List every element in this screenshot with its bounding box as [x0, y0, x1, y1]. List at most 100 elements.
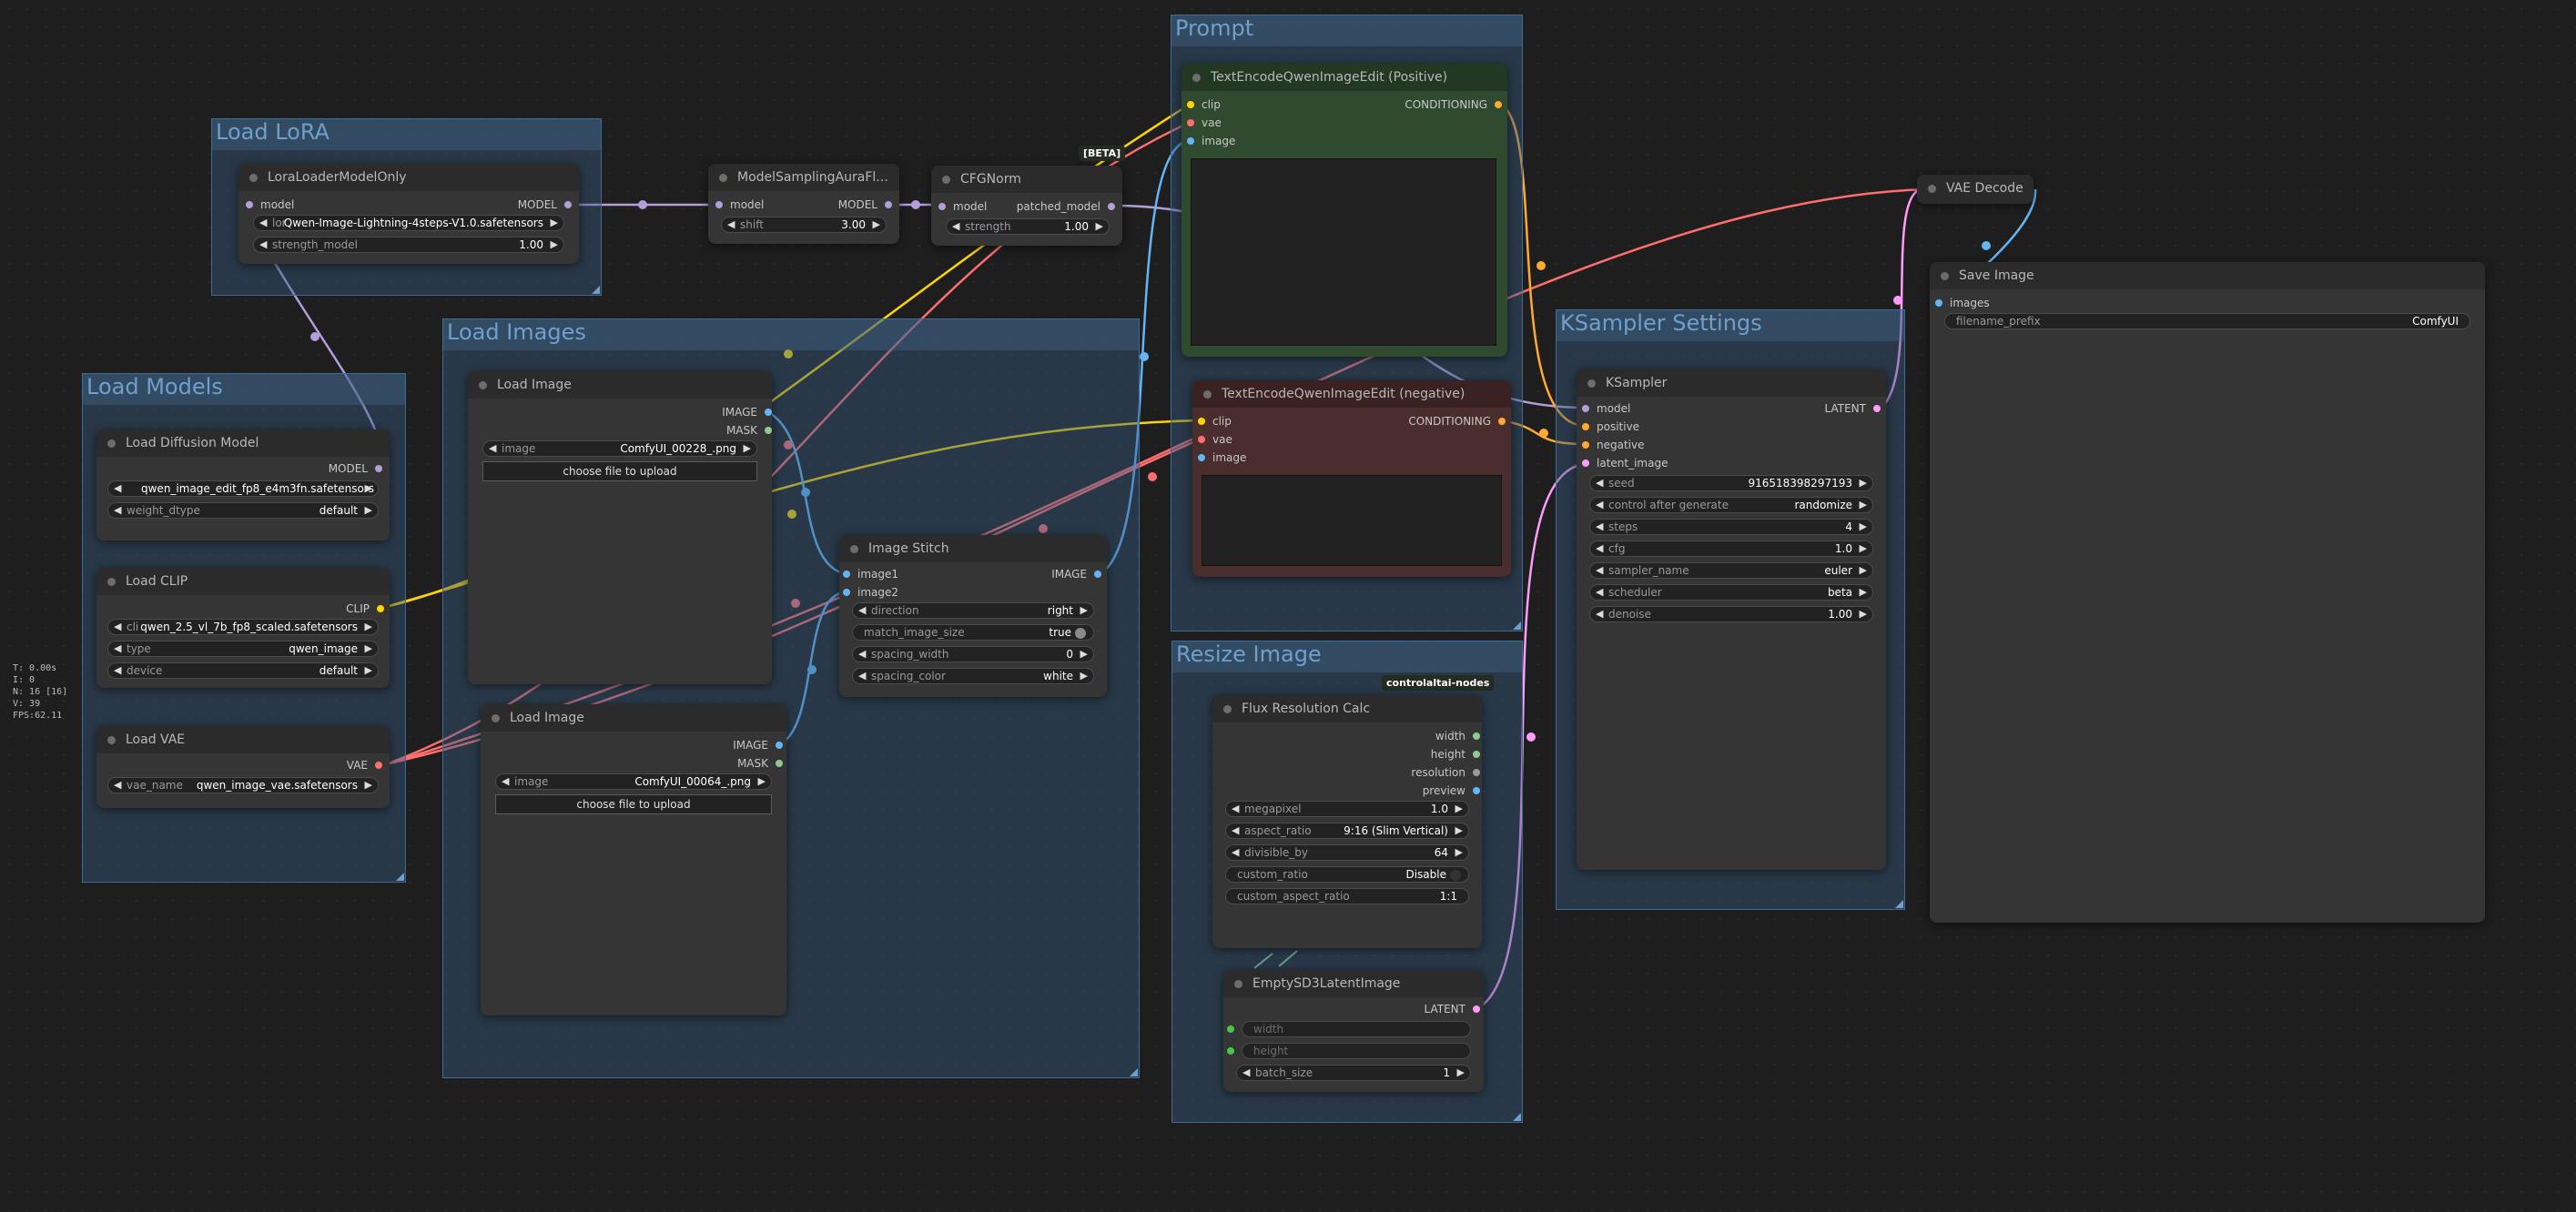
input-slot-latent-image[interactable]: latent_image — [1582, 457, 1668, 470]
collapse-toggle[interactable] — [107, 736, 116, 744]
width-widget[interactable]: width — [1242, 1021, 1471, 1037]
seed-number[interactable]: ◀seed 916518398297193▶ — [1589, 475, 1873, 491]
node-image-stitch[interactable]: Image Stitch image1 image2 IMAGE ◀direct… — [839, 535, 1107, 697]
node-flux-resolution-calc[interactable]: Flux Resolution Calc width height resolu… — [1212, 695, 1482, 948]
output-slot-patched-model[interactable]: patched_model — [1017, 200, 1115, 213]
output-slot-mask[interactable]: MASK — [726, 424, 772, 437]
input-slot-images[interactable]: images — [1935, 297, 1990, 309]
collapse-toggle[interactable] — [1928, 185, 1936, 193]
node-vae-decode[interactable]: VAE Decode — [1917, 175, 2033, 204]
direction-combo[interactable]: ◀direction right▶ — [852, 602, 1094, 619]
node-load-image-2[interactable]: Load Image IMAGE MASK ◀image ComfyUI_000… — [481, 704, 786, 1015]
custom-aspect-ratio-field[interactable]: custom_aspect_ratio 1:1 — [1225, 888, 1469, 904]
input-slot-model[interactable]: model — [938, 200, 987, 213]
aspect-ratio-combo[interactable]: ◀aspect_ratio 9:16 (Slim Vertical)▶ — [1225, 823, 1469, 839]
device-combo[interactable]: ◀device default▶ — [107, 662, 379, 679]
height-widget[interactable]: height — [1242, 1043, 1471, 1059]
output-slot-conditioning[interactable]: CONDITIONING — [1408, 415, 1506, 428]
weight-dtype-combo[interactable]: ◀weight_dtype default▶ — [107, 502, 379, 519]
shift-number[interactable]: ◀shift 3.00▶ — [721, 217, 887, 233]
output-slot-model[interactable]: MODEL — [518, 198, 572, 211]
collapse-toggle[interactable] — [1941, 272, 1949, 280]
collapse-toggle[interactable] — [1587, 379, 1596, 388]
steps-number[interactable]: ◀steps 4▶ — [1589, 519, 1873, 535]
collapse-toggle[interactable] — [942, 176, 950, 184]
image-file-combo[interactable]: ◀image ComfyUI_00228_.png▶ — [482, 440, 757, 457]
node-model-sampling[interactable]: ModelSamplingAuraFl... model MODEL ◀shif… — [708, 164, 899, 244]
node-load-image-1[interactable]: Load Image IMAGE MASK ◀image ComfyUI_002… — [468, 371, 772, 684]
unet-name-combo[interactable]: ◀ qwen_image_edit_fp8_e4m3fn.safetensors… — [107, 480, 379, 497]
input-slot-model[interactable]: model — [246, 198, 294, 211]
output-slot-image[interactable]: IMAGE — [733, 739, 783, 752]
input-slot-model[interactable]: model — [1582, 402, 1630, 415]
resize-handle[interactable] — [1513, 1113, 1521, 1121]
node-cfg-norm[interactable]: CFGNorm [BETA] model patched_model ◀stre… — [931, 146, 1126, 246]
collapse-toggle[interactable] — [1223, 705, 1232, 713]
output-slot-image[interactable]: IMAGE — [1051, 568, 1101, 581]
output-slot-preview[interactable]: preview — [1423, 784, 1480, 797]
upload-button[interactable]: choose file to upload — [482, 461, 757, 481]
spacing-color-combo[interactable]: ◀spacing_color white▶ — [852, 668, 1094, 684]
cfg-number[interactable]: ◀cfg 1.0▶ — [1589, 540, 1873, 557]
input-slot-image[interactable]: image — [1187, 135, 1235, 147]
collapse-toggle[interactable] — [1234, 980, 1242, 988]
lora-name-combo[interactable]: ◀lor Qwen-Image-Lightning-4steps-V1.0.sa… — [253, 215, 564, 231]
collapse-toggle[interactable] — [1192, 74, 1201, 82]
resize-handle[interactable] — [396, 873, 404, 881]
collapse-toggle[interactable] — [249, 174, 258, 182]
input-slot-image2[interactable]: image2 — [843, 586, 898, 599]
prompt-textarea[interactable] — [1191, 158, 1496, 346]
megapixel-combo[interactable]: ◀megapixel 1.0▶ — [1225, 801, 1469, 817]
prompt-textarea[interactable] — [1202, 475, 1502, 566]
node-lora-loader[interactable]: LoraLoaderModelOnly model MODEL ◀lor Qwe… — [238, 164, 579, 264]
node-save-image[interactable]: Save Image images filename_prefix ComfyU… — [1930, 262, 2485, 923]
input-slot-vae[interactable]: vae — [1198, 433, 1232, 446]
batch-size-number[interactable]: ◀batch_size 1▶ — [1236, 1065, 1471, 1081]
input-slot-negative[interactable]: negative — [1582, 439, 1644, 451]
node-load-vae[interactable]: Load VAE VAE ◀vae_name qwen_image_vae.sa… — [96, 726, 390, 808]
node-load-clip[interactable]: Load CLIP CLIP ◀cli qwen_2.5_vl_7b_fp8_s… — [96, 568, 390, 688]
output-slot-width[interactable]: width — [1435, 730, 1480, 742]
resize-handle[interactable] — [1130, 1068, 1138, 1076]
output-slot-model[interactable]: MODEL — [838, 198, 892, 211]
node-load-diffusion-model[interactable]: Load Diffusion Model MODEL ◀ qwen_image_… — [96, 429, 390, 540]
image-file-combo[interactable]: ◀image ComfyUI_00064_.png▶ — [495, 773, 772, 790]
node-ksampler[interactable]: KSampler model positive negative latent_… — [1577, 369, 1886, 870]
output-slot-model[interactable]: MODEL — [329, 462, 382, 475]
output-slot-conditioning[interactable]: CONDITIONING — [1405, 98, 1502, 111]
collapse-toggle[interactable] — [492, 714, 500, 722]
collapse-toggle[interactable] — [1203, 390, 1212, 399]
denoise-number[interactable]: ◀denoise 1.00▶ — [1589, 606, 1873, 622]
divisible-by-combo[interactable]: ◀divisible_by 64▶ — [1225, 844, 1469, 861]
output-slot-resolution[interactable]: resolution — [1411, 766, 1480, 779]
input-slot-clip[interactable]: clip — [1187, 98, 1221, 111]
spacing-width-number[interactable]: ◀spacing_width 0▶ — [852, 646, 1094, 662]
output-slot-latent[interactable]: LATENT — [1825, 402, 1881, 415]
custom-ratio-toggle[interactable]: custom_ratio Disable — [1225, 866, 1469, 883]
output-slot-mask[interactable]: MASK — [737, 757, 783, 770]
collapse-toggle[interactable] — [850, 545, 858, 553]
collapse-toggle[interactable] — [107, 439, 116, 448]
input-slot-image[interactable]: image — [1198, 451, 1246, 464]
input-slot-model[interactable]: model — [715, 198, 764, 211]
input-slot-clip[interactable]: clip — [1198, 415, 1232, 428]
output-slot-height[interactable]: height — [1431, 748, 1480, 761]
resize-handle[interactable] — [592, 286, 600, 294]
filename-prefix-field[interactable]: filename_prefix ComfyUI — [1944, 313, 2470, 329]
output-slot-image[interactable]: IMAGE — [722, 406, 772, 419]
collapse-toggle[interactable] — [107, 578, 116, 586]
resize-handle[interactable] — [1513, 621, 1521, 630]
node-empty-sd3-latent[interactable]: EmptySD3LatentImage LATENT width height … — [1223, 970, 1484, 1092]
sampler-name-combo[interactable]: ◀sampler_name euler▶ — [1589, 562, 1873, 579]
input-slot-vae[interactable]: vae — [1187, 116, 1222, 129]
clip-name-combo[interactable]: ◀cli qwen_2.5_vl_7b_fp8_scaled.safetenso… — [107, 619, 379, 635]
control-after-generate-combo[interactable]: ◀control after generate randomize▶ — [1589, 497, 1873, 513]
input-slot-image1[interactable]: image1 — [843, 568, 898, 581]
clip-type-combo[interactable]: ◀type qwen_image▶ — [107, 641, 379, 657]
output-slot-latent[interactable]: LATENT — [1425, 1003, 1480, 1015]
strength-model-number[interactable]: ◀strength_model 1.00▶ — [253, 237, 564, 253]
vae-name-combo[interactable]: ◀vae_name qwen_image_vae.safetensors▶ — [107, 777, 379, 793]
match-image-size-toggle[interactable]: match_image_size true — [852, 624, 1094, 641]
output-slot-vae[interactable]: VAE — [347, 759, 382, 772]
